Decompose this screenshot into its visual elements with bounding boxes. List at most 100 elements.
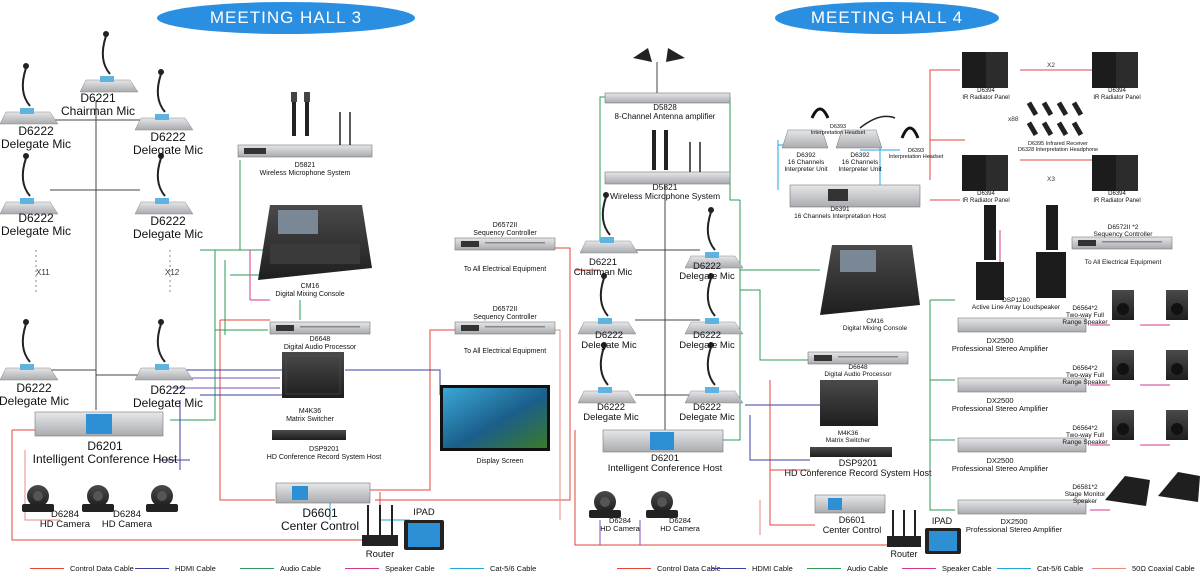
hall3-delegate-mic-1 [0, 62, 59, 125]
hall4-seq-sub: To All Electrical Equipment [1084, 259, 1162, 266]
legend-swatch [902, 567, 936, 569]
legend-swatch [807, 567, 841, 569]
hall4-cables [574, 69, 1170, 546]
hall3-display-label: Display Screen [476, 458, 524, 465]
hall3-router-label: Router [365, 549, 395, 560]
hall3-title: MEETING HALL 3 [209, 8, 363, 27]
legend-label: Control Data Cable [657, 563, 721, 573]
hall3-ipad-label: IPAD [413, 507, 435, 518]
hall3-host-device [34, 411, 164, 437]
hall4-title-banner: MEETING HALL 4 [775, 2, 999, 34]
legend-item-left-4: Cat-5/6 Cable [450, 563, 536, 573]
hall4-title: MEETING HALL 4 [810, 8, 964, 27]
hall3-seq2-device [454, 321, 556, 335]
hall3-camera-1 [22, 485, 54, 512]
legend-swatch [997, 567, 1031, 569]
hall3-display-device [440, 385, 550, 451]
legend-item-left-3: Speaker Cable [345, 563, 435, 573]
hall3-camera-3 [146, 485, 178, 512]
hall3-delegate-mic-3 [0, 152, 59, 215]
legend-swatch [30, 567, 64, 569]
hall3-delegate-mic-6 [134, 318, 194, 381]
legend-label: Cat-5/6 Cable [1037, 563, 1084, 573]
hall4-d5828-device [604, 48, 731, 104]
legend-item-right-0: Control Data Cable [617, 563, 721, 573]
hall3-router-device [362, 505, 398, 546]
hall4-ir-panel-1 [962, 52, 1008, 88]
legend-item-left-0: Control Data Cable [30, 563, 134, 573]
hall4-center-device [814, 494, 886, 514]
hall4-x3-label: X3 [1047, 176, 1055, 183]
hall3-cables [11, 100, 571, 541]
hall4-host-device [602, 429, 724, 453]
legend-item-right-3: Speaker Cable [902, 563, 992, 573]
hall4-camera-2 [646, 491, 678, 518]
hall3-d5821-device [237, 92, 373, 158]
hall3-seq1-device [454, 237, 556, 251]
legend-swatch [450, 567, 484, 569]
hall4-x88-label: x88 [1008, 116, 1019, 123]
hall4-seq-device [1071, 236, 1173, 250]
hall4-interp-units [781, 107, 920, 149]
legend-label: HDMI Cable [752, 563, 793, 573]
hall3-title-banner: MEETING HALL 3 [157, 2, 415, 34]
hall4-delegate-mic-2 [577, 272, 637, 335]
hall3-repeat-dots [35, 250, 171, 295]
hall3-ipad-device [404, 520, 444, 550]
legend-swatch [1092, 567, 1126, 569]
hall3-delegate-mic-4 [134, 152, 194, 215]
legend-swatch [240, 567, 274, 569]
legend-label: Audio Cable [847, 563, 888, 573]
hall4-ipad-device [925, 528, 961, 554]
legend-item-right-1: HDMI Cable [712, 563, 793, 573]
hall3-x12-label: X12 [165, 268, 180, 277]
hall4-x2-label: X2 [1047, 62, 1055, 69]
legend-swatch [617, 567, 651, 569]
hall4-speakers [1112, 290, 1188, 440]
hall4-delegate-mic-1 [684, 206, 744, 269]
hall4-dsp9201-device [810, 447, 892, 457]
legend-label: HDMI Cable [175, 563, 216, 573]
hall4-ipad-label: IPAD [931, 516, 953, 526]
hall4-m4k36-device [820, 380, 878, 426]
legend-item-right-5: 50Ω Coaxial Cable [1092, 563, 1195, 573]
hall4-dsp1280-device [976, 205, 1066, 300]
hall4-ir-panel-4 [1092, 155, 1138, 191]
legend-label: Control Data Cable [70, 563, 134, 573]
hall3-cm16-device [258, 205, 372, 280]
hall4-cm16-device [820, 245, 920, 315]
